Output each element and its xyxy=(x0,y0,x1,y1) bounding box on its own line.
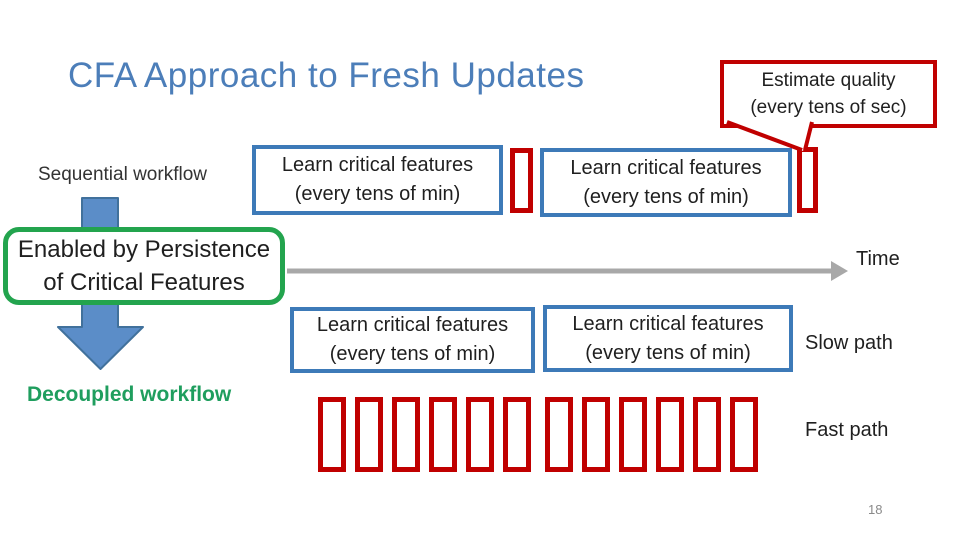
learn-box-line2: (every tens of min) xyxy=(585,341,751,364)
enabled-box-line2: of Critical Features xyxy=(43,269,245,296)
learn-box-line2: (every tens of min) xyxy=(294,183,461,205)
fast-path-tick xyxy=(730,397,758,472)
fast-path-tick xyxy=(318,397,346,472)
callout-line1: Estimate quality xyxy=(761,70,896,91)
slide-title: CFA Approach to Fresh Updates xyxy=(68,56,585,95)
quality-estimate-rect-2 xyxy=(797,147,818,213)
fast-path-tick xyxy=(582,397,610,472)
time-label: Time xyxy=(856,248,900,270)
fast-path-tick xyxy=(619,397,647,472)
fast-path-tick xyxy=(466,397,494,472)
learn-box-line1: Learn critical features xyxy=(572,312,764,335)
fast-path-tick xyxy=(545,397,573,472)
fast-path-tick xyxy=(355,397,383,472)
page-number: 18 xyxy=(868,502,883,517)
sequential-workflow-label: Sequential workflow xyxy=(38,164,207,185)
time-axis-arrow xyxy=(287,261,848,281)
learn-box-line2: (every tens of min) xyxy=(329,343,496,365)
callout-tail xyxy=(726,120,814,152)
fast-path-tick xyxy=(392,397,420,472)
learn-box-bottom-2: Learn critical features (every tens of m… xyxy=(543,305,793,372)
enabled-by-persistence-box: Enabled by Persistence of Critical Featu… xyxy=(3,227,285,305)
learn-box-top-2: Learn critical features (every tens of m… xyxy=(540,148,792,217)
decoupled-workflow-label: Decoupled workflow xyxy=(27,383,232,406)
learn-box-bottom-1: Learn critical features (every tens of m… xyxy=(290,307,535,373)
learn-box-top-1: Learn critical features (every tens of m… xyxy=(252,145,503,215)
fast-path-tick xyxy=(693,397,721,472)
learn-box-line1: Learn critical features xyxy=(281,154,474,176)
learn-box-line1: Learn critical features xyxy=(316,314,509,336)
learn-box-line2: (every tens of min) xyxy=(583,185,749,208)
fast-path-tick xyxy=(429,397,457,472)
estimate-quality-callout: Estimate quality (every tens of sec) xyxy=(720,60,937,128)
slow-path-label: Slow path xyxy=(805,332,893,354)
callout-line2: (every tens of sec) xyxy=(750,97,907,118)
learn-box-line1: Learn critical features xyxy=(570,156,762,179)
enabled-box-line1: Enabled by Persistence xyxy=(17,236,271,263)
fast-path-tick xyxy=(656,397,684,472)
fast-path-label: Fast path xyxy=(805,419,889,441)
fast-path-tick xyxy=(503,397,531,472)
fast-path-ticks xyxy=(318,397,758,472)
quality-estimate-rect-1 xyxy=(510,148,533,213)
